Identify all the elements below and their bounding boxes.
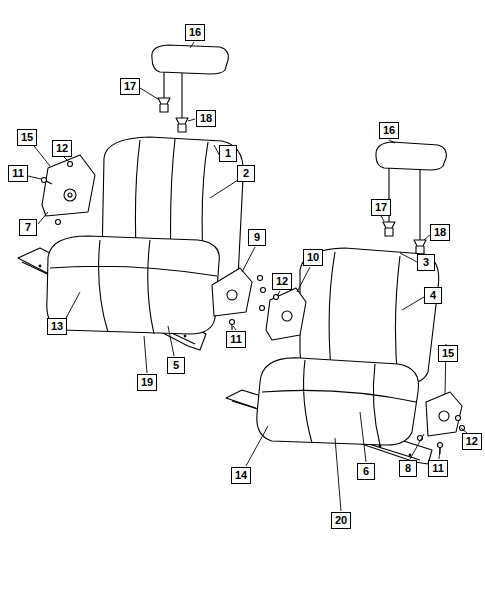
callout-number: 10 — [303, 249, 323, 266]
callout-number: 12 — [272, 273, 292, 290]
callout-number: 18 — [430, 224, 450, 241]
callout-number: 16 — [379, 122, 399, 139]
callout-number: 16 — [185, 24, 205, 41]
callout-number: 1 — [219, 145, 237, 162]
callout-number: 4 — [424, 287, 442, 304]
callout-number: 19 — [137, 374, 157, 391]
callout-number: 12 — [462, 433, 482, 450]
callout-number: 12 — [52, 140, 72, 157]
callout-number: 15 — [17, 129, 37, 146]
callout-number: 13 — [47, 318, 67, 335]
callout-number: 11 — [428, 460, 448, 477]
callout-number: 7 — [19, 219, 37, 236]
callout-number: 18 — [196, 110, 216, 127]
callout-number: 15 — [438, 345, 458, 362]
callout-number: 2 — [237, 165, 255, 182]
callout-number: 14 — [231, 467, 251, 484]
callout-number: 9 — [248, 229, 266, 246]
callout-number: 20 — [331, 512, 351, 529]
callout-number: 17 — [371, 199, 391, 216]
callout-number: 17 — [120, 78, 140, 95]
callout-number: 6 — [357, 463, 375, 480]
callout-number: 8 — [399, 460, 417, 477]
callout-number: 3 — [417, 254, 435, 271]
callout-number: 11 — [226, 331, 246, 348]
callout-number: 11 — [8, 165, 28, 182]
callout-number: 5 — [167, 357, 185, 374]
